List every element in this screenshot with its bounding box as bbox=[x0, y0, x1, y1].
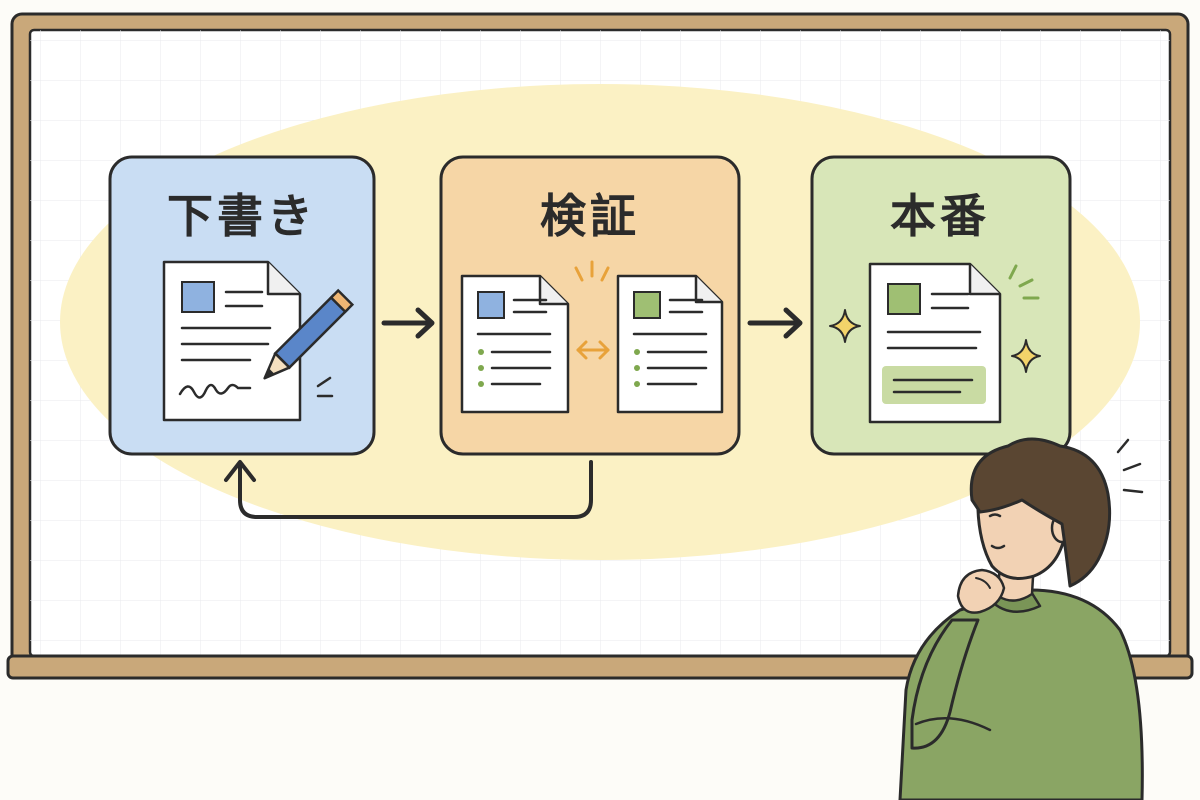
sparkle-left-icon bbox=[829, 309, 861, 343]
shine-rays-icon bbox=[1008, 264, 1040, 300]
stage-production-label: 本番 bbox=[890, 189, 990, 243]
production-document-icon bbox=[868, 262, 1002, 424]
verify-document-left-icon bbox=[460, 274, 570, 414]
thinking-person bbox=[898, 437, 1144, 800]
board-tray bbox=[6, 654, 1194, 680]
person-hand bbox=[956, 568, 1006, 614]
stage-verify-label: 検証 bbox=[540, 189, 640, 243]
stage-production: 本番 bbox=[810, 155, 1072, 456]
attention-rays-icon bbox=[574, 260, 610, 282]
draft-document-icon bbox=[162, 260, 302, 422]
person-hair bbox=[969, 437, 1112, 588]
stage-draft-label: 下書き bbox=[167, 189, 317, 243]
arrow-draft-to-verify bbox=[381, 307, 435, 339]
stage-verify: 検証 bbox=[439, 155, 741, 456]
arrow-verify-to-production bbox=[747, 307, 803, 339]
sparkle-marks bbox=[316, 376, 334, 398]
thinking-marks-icon bbox=[1116, 438, 1144, 494]
pencil-icon bbox=[263, 288, 355, 380]
sparkle-right-icon bbox=[1011, 339, 1041, 373]
loop-back-arrow bbox=[224, 460, 593, 519]
verify-document-right-icon bbox=[616, 274, 724, 414]
compare-double-arrow-icon bbox=[576, 340, 610, 360]
stage-draft: 下書き bbox=[108, 155, 376, 456]
